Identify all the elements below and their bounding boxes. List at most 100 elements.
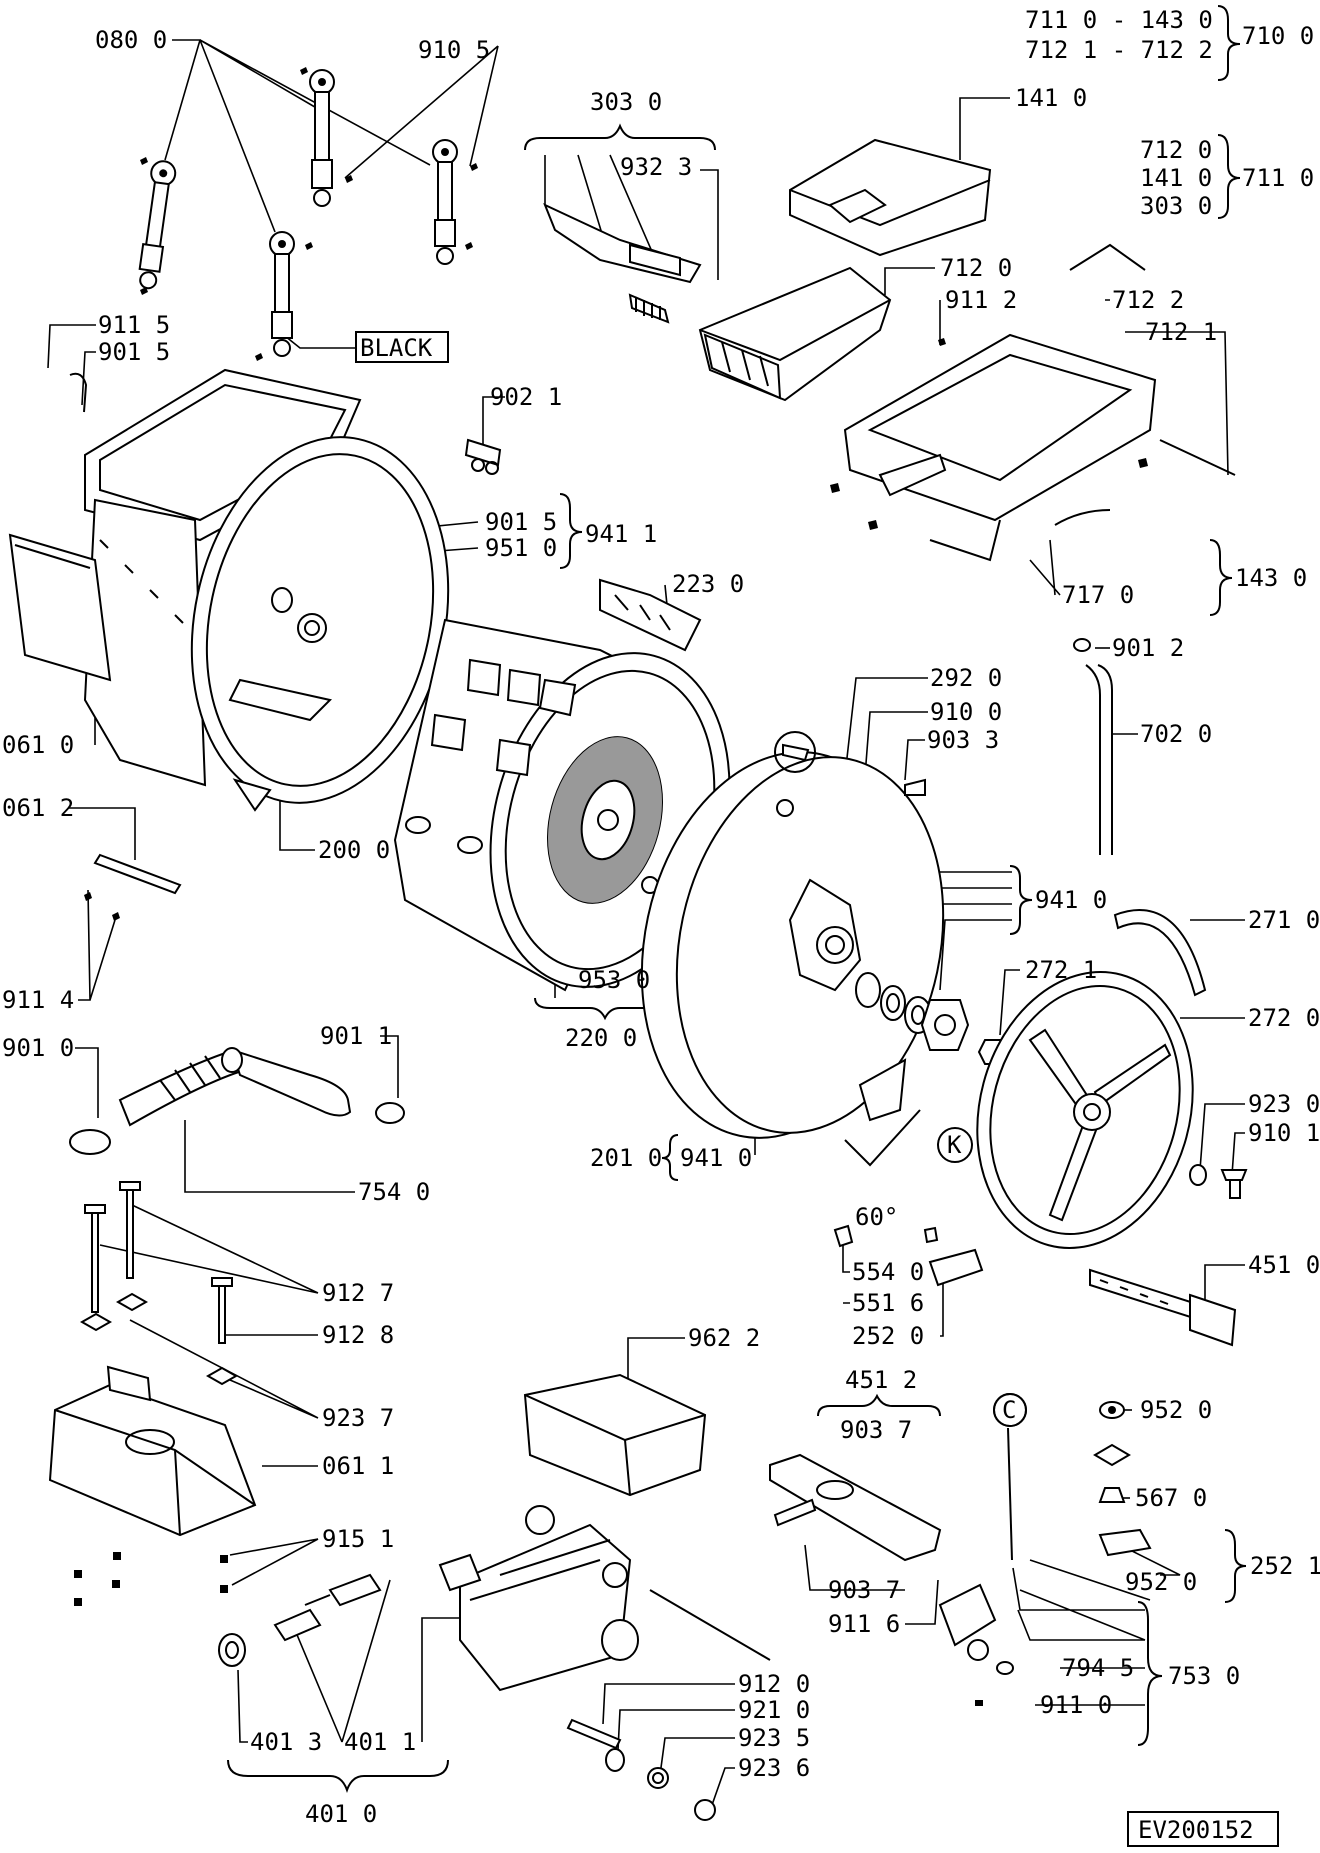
brushes-4011-4013 (218, 1573, 382, 1667)
belt-2710 (1113, 909, 1207, 997)
part-0612 (93, 853, 182, 895)
label-2000: 200 0 (318, 836, 390, 864)
bolt-9101 (1220, 1169, 1248, 1199)
dispenser-3030 (543, 203, 702, 324)
label-0800: 080 0 (95, 26, 167, 54)
label-7122: 712 2 (1112, 286, 1184, 314)
label-2920: 292 0 (930, 664, 1002, 692)
label-7945: 794 5 (1062, 1654, 1134, 1682)
label-7540: 754 0 (358, 1178, 430, 1206)
label-9037b: 903 7 (828, 1576, 900, 1604)
top-frame-7121 (830, 333, 1236, 562)
label-9105: 910 5 (418, 36, 490, 64)
seals-9410 (855, 972, 970, 1051)
label-2200: 220 0 (565, 1024, 637, 1052)
label-9115: 911 5 (98, 311, 170, 339)
label-5670: 567 0 (1135, 1484, 1207, 1512)
label-9012: 901 2 (1112, 634, 1184, 662)
label-9127: 912 7 (322, 1279, 394, 1307)
label-9237: 923 7 (322, 1404, 394, 1432)
label-9411: 941 1 (585, 520, 657, 548)
label-2710: 271 0 (1248, 906, 1320, 934)
label-k: K (947, 1131, 962, 1159)
label-7020: 702 0 (1140, 720, 1212, 748)
parts-9520-5670 (1093, 1401, 1152, 1557)
heater-4510 (1089, 1268, 1237, 1347)
label-9100: 910 0 (930, 698, 1002, 726)
label-7120-r: 712 0 (1140, 136, 1212, 164)
label-3030: 303 0 (590, 88, 662, 116)
clamp-9011 (375, 1102, 405, 1124)
reference-box (1127, 1811, 1279, 1847)
pulley-2720 (976, 971, 1194, 1249)
label-9037: 903 7 (840, 1416, 912, 1444)
label-9116: 911 6 (828, 1610, 900, 1638)
clip-9033 (904, 778, 926, 796)
hose-7170 (1054, 509, 1111, 526)
c-marker-ring (993, 1393, 1027, 1427)
label-9114: 911 4 (2, 986, 74, 1014)
label-4512: 451 2 (845, 1366, 917, 1394)
label-7100: 710 0 (1242, 22, 1314, 50)
drawer-7120 (698, 266, 892, 402)
label-2010: 201 0 (590, 1144, 662, 1172)
shock-absorbers-0800 (138, 67, 478, 361)
label-black: BLACK (360, 334, 433, 362)
label-2721: 272 1 (1025, 956, 1097, 984)
washer-9230 (1189, 1164, 1207, 1186)
label-60: 60° (855, 1203, 898, 1231)
bolts-9127-9128 (84, 1181, 233, 1344)
label-0611: 061 1 (322, 1452, 394, 1480)
label-9622: 962 2 (688, 1324, 760, 1352)
label-9235: 923 5 (738, 1724, 810, 1752)
bracket-7122 (1069, 243, 1146, 271)
group-braces (227, 5, 1247, 1793)
sensor-c-7530 (938, 1393, 1027, 1706)
label-7170: 717 0 (1062, 581, 1134, 609)
label-4013: 401 3 (250, 1728, 322, 1756)
label-4011: 401 1 (344, 1728, 416, 1756)
counterweight-0611 (48, 1365, 257, 1537)
label-9151: 915 1 (322, 1525, 394, 1553)
label-9033: 903 3 (927, 726, 999, 754)
label-9101: 910 1 (1248, 1119, 1320, 1147)
label-9112: 911 2 (945, 286, 1017, 314)
label-9110: 911 0 (1040, 1691, 1112, 1719)
thermostat-k (833, 1127, 984, 1287)
label-1430: 143 0 (1235, 564, 1307, 592)
fasteners-9120-9236 (566, 1718, 716, 1821)
label-9323: 932 3 (620, 153, 692, 181)
gasket-9015-left (69, 372, 88, 413)
clip-2920 (774, 731, 816, 773)
sump-4512 (769, 1453, 942, 1562)
black-label-box (355, 331, 449, 363)
label-2521: 252 1 (1250, 1552, 1320, 1580)
front-panel-0610 (8, 533, 112, 682)
label-2230: 223 0 (672, 570, 744, 598)
label-7121b: 712 1 (1145, 318, 1217, 346)
label-9210: 921 0 (738, 1696, 810, 1724)
label-9410b: 941 0 (680, 1144, 752, 1172)
label-2720: 272 0 (1248, 1004, 1320, 1032)
label-7120: 712 0 (940, 254, 1012, 282)
label-c: C (1002, 1396, 1016, 1424)
label-0610: 061 0 (2, 731, 74, 759)
label-9010: 901 0 (2, 1034, 74, 1062)
label-2520: 252 0 (852, 1322, 924, 1350)
label-4510: 451 0 (1248, 1251, 1320, 1279)
bracket-9622 (523, 1373, 707, 1497)
label-9015-left: 901 5 (98, 338, 170, 366)
label-9236: 923 6 (738, 1754, 810, 1782)
motor-4010 (438, 1505, 771, 1692)
hose-7020 (1073, 638, 1113, 855)
part-2230 (599, 578, 702, 652)
label-9520: 952 0 (1140, 1396, 1212, 1424)
label-7121: 712 1 - 712 2 (1025, 36, 1213, 64)
screws-9151 (74, 1552, 228, 1606)
label-7110-r: 711 0 (1242, 164, 1314, 192)
label-4010: 401 0 (305, 1800, 377, 1828)
label-9011: 901 1 (320, 1022, 392, 1050)
label-9510: 951 0 (485, 534, 557, 562)
label-9410: 941 0 (1035, 886, 1107, 914)
